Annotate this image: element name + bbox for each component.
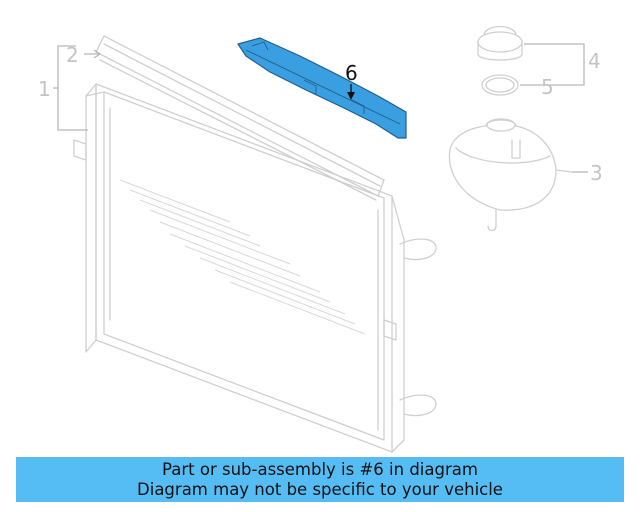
callout-5: 5 [541, 75, 554, 99]
callout-4: 4 [588, 49, 601, 73]
callout-2: 2 [66, 43, 79, 67]
banner-line-1: Part or sub-assembly is #6 in diagram [162, 459, 478, 479]
radiator-part [73, 83, 437, 453]
leader-lines [53, 43, 588, 173]
support-bracket-part [237, 37, 407, 139]
banner-line-2: Diagram may not be specific to your vehi… [137, 479, 503, 499]
parts-diagram: 1 2 3 4 5 6 [38, 25, 603, 453]
seal-strip-part [95, 35, 385, 201]
radiator-core-lines [119, 179, 366, 335]
reservoir-cap-part [477, 25, 523, 61]
leader-1 [53, 87, 88, 131]
leader-4 [524, 43, 585, 58]
callout-1: 1 [38, 77, 51, 101]
info-banner: Part or sub-assembly is #6 in diagram Di… [16, 457, 624, 502]
callout-6: 6 [345, 61, 358, 85]
coolant-reservoir-part [448, 118, 573, 232]
callout-3: 3 [590, 161, 603, 185]
seal-ring-part [481, 74, 519, 96]
